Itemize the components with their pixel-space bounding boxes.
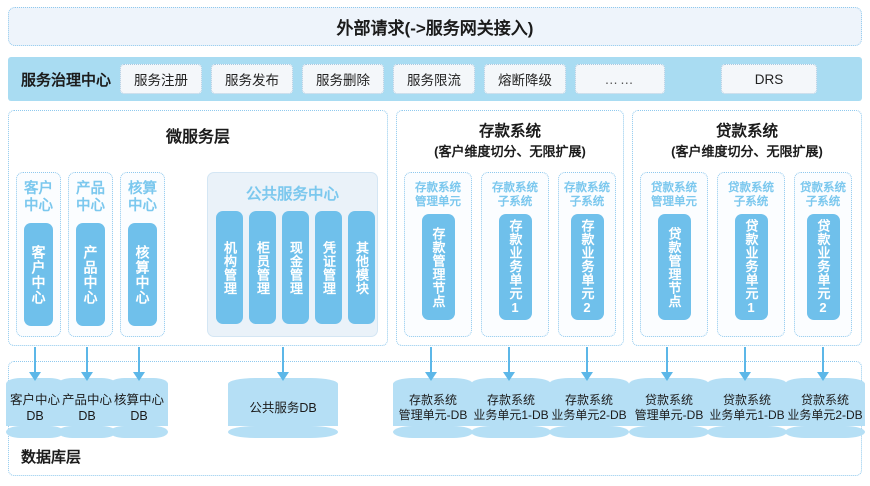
db-loan-management[interactable]: 贷款系统 管理单元-DB <box>629 378 709 438</box>
arrow-customer-to-db <box>29 347 41 381</box>
arrow-deposit-unit1-to-db <box>503 347 515 381</box>
public-module-voucher[interactable]: 凭证管理 <box>315 211 342 324</box>
center-block-customer: 客户中心 <box>24 223 53 326</box>
deposit-system-title: 存款系统 (客户维度切分、无限扩展) <box>397 122 623 161</box>
deposit-unit-sub2[interactable]: 存款系统 子系统 存款业务单元2 <box>558 172 616 337</box>
arrow-loan-unit1-to-db <box>739 347 751 381</box>
arrow-loan-mgmt-to-db <box>661 347 673 381</box>
db-deposit-unit1-label: 存款系统 业务单元1-DB <box>473 393 549 422</box>
service-governance-title: 服务治理中心 <box>21 71 112 89</box>
db-loan-management-label: 贷款系统 管理单元-DB <box>634 393 704 422</box>
loan-unit-sub1-head: 贷款系统 子系统 <box>728 182 774 208</box>
loan-block-management-node: 贷款管理节点 <box>657 214 691 320</box>
db-deposit-unit1[interactable]: 存款系统 业务单元1-DB <box>471 378 551 438</box>
deposit-unit-management-head: 存款系统 管理单元 <box>415 182 461 208</box>
external-request-banner: 外部请求(->服务网关接入) <box>8 7 862 46</box>
deposit-system-subtitle: (客户维度切分、无限扩展) <box>434 144 586 159</box>
public-module-other[interactable]: 其他模块 <box>348 211 375 324</box>
public-service-center-group: 公共服务中心 机构管理 柜员管理 现金管理 凭证管理 其他模块 <box>207 172 378 337</box>
arrow-loan-unit2-to-db <box>817 347 829 381</box>
gov-button-service-publish[interactable]: 服务发布 <box>211 64 294 94</box>
deposit-unit-management[interactable]: 存款系统 管理单元 存款管理节点 <box>404 172 472 337</box>
center-block-product: 产品中心 <box>76 223 105 326</box>
arrow-deposit-unit2-to-db <box>581 347 593 381</box>
db-deposit-management-label: 存款系统 管理单元-DB <box>398 393 468 422</box>
microservice-layer-title: 微服务层 <box>165 129 230 146</box>
db-product-center[interactable]: 产品中心 DB <box>58 378 116 438</box>
db-public-service-label: 公共服务DB <box>249 401 317 415</box>
db-accounting-center-label: 核算中心 DB <box>113 393 164 423</box>
gov-button-service-register[interactable]: 服务注册 <box>120 64 203 94</box>
db-loan-unit2-label: 贷款系统 业务单元2-DB <box>787 393 863 422</box>
db-deposit-management[interactable]: 存款系统 管理单元-DB <box>393 378 473 438</box>
gov-button-service-ratelimit[interactable]: 服务限流 <box>393 64 476 94</box>
gov-button-more[interactable]: …… <box>575 64 666 94</box>
loan-block-business-unit-2: 贷款业务单元2 <box>806 214 840 320</box>
service-governance-bar: 服务治理中心 服务注册 服务发布 服务删除 服务限流 熔断降级 …… DRS <box>8 57 862 101</box>
loan-unit-management[interactable]: 贷款系统 管理单元 贷款管理节点 <box>640 172 708 337</box>
public-module-org[interactable]: 机构管理 <box>216 211 243 324</box>
loan-unit-management-head: 贷款系统 管理单元 <box>651 182 697 208</box>
center-card-product-head: 产品 中心 <box>76 181 105 214</box>
db-loan-unit1-label: 贷款系统 业务单元1-DB <box>709 393 785 422</box>
loan-system-title-text: 贷款系统 <box>715 123 778 140</box>
db-deposit-unit2[interactable]: 存款系统 业务单元2-DB <box>549 378 629 438</box>
gov-button-circuit-breaker[interactable]: 熔断降级 <box>484 64 567 94</box>
loan-block-business-unit-1: 贷款业务单元1 <box>734 214 768 320</box>
deposit-unit-sub1-head: 存款系统 子系统 <box>492 182 538 208</box>
db-loan-unit2[interactable]: 贷款系统 业务单元2-DB <box>785 378 865 438</box>
db-loan-unit1[interactable]: 贷款系统 业务单元1-DB <box>707 378 787 438</box>
center-card-accounting-head: 核算 中心 <box>128 181 157 214</box>
arrow-deposit-mgmt-to-db <box>425 347 437 381</box>
external-request-label: 外部请求(->服务网关接入) <box>336 19 534 38</box>
deposit-block-management-node: 存款管理节点 <box>421 214 455 320</box>
public-module-teller[interactable]: 柜员管理 <box>249 211 276 324</box>
deposit-block-business-unit-2: 存款业务单元2 <box>570 214 604 320</box>
db-customer-center-label: 客户中心 DB <box>9 393 60 423</box>
arrow-public-to-db <box>277 347 289 381</box>
db-product-center-label: 产品中心 DB <box>61 393 112 423</box>
deposit-unit-sub2-head: 存款系统 子系统 <box>564 182 610 208</box>
database-layer-label: 数据库层 <box>21 449 82 466</box>
center-card-customer[interactable]: 客户 中心 客户中心 <box>16 172 61 337</box>
db-customer-center[interactable]: 客户中心 DB <box>6 378 64 438</box>
loan-unit-sub1[interactable]: 贷款系统 子系统 贷款业务单元1 <box>717 172 785 337</box>
db-public-service[interactable]: 公共服务DB <box>228 378 338 438</box>
deposit-system-title-text: 存款系统 <box>478 123 541 140</box>
center-block-accounting: 核算中心 <box>128 223 157 326</box>
center-card-product[interactable]: 产品 中心 产品中心 <box>68 172 113 337</box>
public-service-center-title: 公共服务中心 <box>245 186 339 203</box>
loan-system-title: 贷款系统 (客户维度切分、无限扩展) <box>633 122 861 161</box>
gov-button-drs[interactable]: DRS <box>721 64 818 94</box>
center-card-customer-head: 客户 中心 <box>24 181 53 214</box>
gov-button-service-delete[interactable]: 服务删除 <box>302 64 385 94</box>
center-card-accounting[interactable]: 核算 中心 核算中心 <box>120 172 165 337</box>
loan-unit-sub2[interactable]: 贷款系统 子系统 贷款业务单元2 <box>794 172 852 337</box>
public-service-modules: 机构管理 柜员管理 现金管理 凭证管理 其他模块 <box>216 211 375 324</box>
db-accounting-center[interactable]: 核算中心 DB <box>110 378 168 438</box>
deposit-unit-sub1[interactable]: 存款系统 子系统 存款业务单元1 <box>481 172 549 337</box>
loan-unit-sub2-head: 贷款系统 子系统 <box>800 182 846 208</box>
arrow-product-to-db <box>81 347 93 381</box>
loan-system-subtitle: (客户维度切分、无限扩展) <box>671 144 823 159</box>
deposit-block-business-unit-1: 存款业务单元1 <box>498 214 532 320</box>
arrow-accounting-to-db <box>133 347 145 381</box>
public-module-cash[interactable]: 现金管理 <box>282 211 309 324</box>
db-deposit-unit2-label: 存款系统 业务单元2-DB <box>551 393 627 422</box>
